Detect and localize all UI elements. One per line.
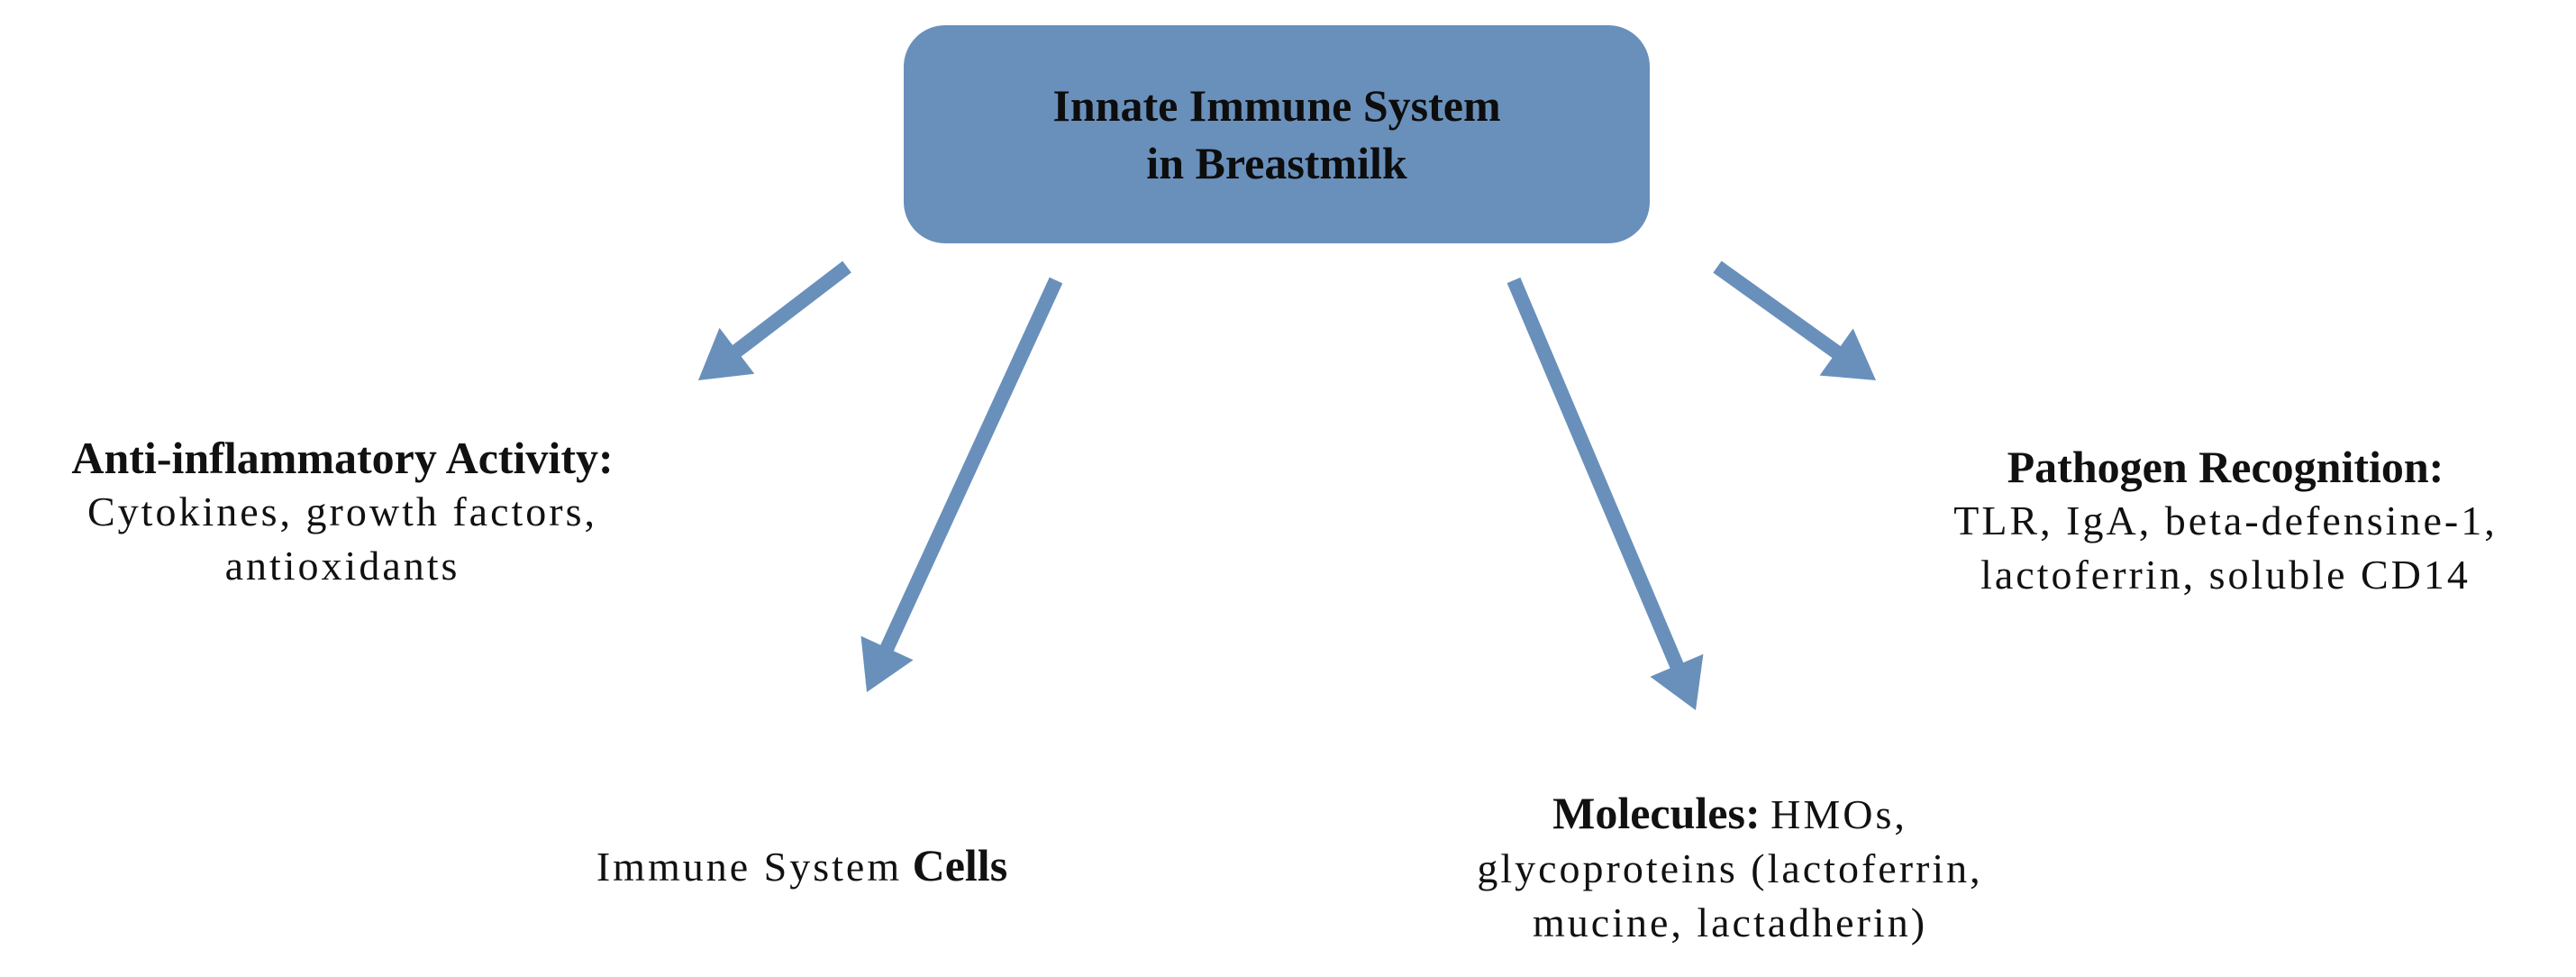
arrow-to-molecules-head <box>1650 653 1704 710</box>
arrow-to-pathogen-recognition-shaft <box>1713 260 1843 360</box>
pathogen-recognition-node: Pathogen Recognition: TLR, IgA, beta-def… <box>1892 440 2559 602</box>
anti-inflammatory-line-2: antioxidants <box>224 543 460 589</box>
cells-prefix: Immune System <box>596 844 903 890</box>
molecules-heading: Molecules: <box>1552 788 1761 838</box>
pathogen-recognition-line-2: lactoferrin, soluble CD14 <box>1980 552 2471 598</box>
anti-inflammatory-line-1: Cytokines, growth factors, <box>86 488 598 534</box>
molecules-line-3: mucine, lactadherin) <box>1532 899 1928 945</box>
arrow-to-cells <box>860 277 1063 692</box>
arrow-to-molecules-shaft <box>1506 277 1685 671</box>
root-node: Innate Immune System in Breastmilk <box>904 25 1650 243</box>
cells-node: Immune System Cells <box>505 838 1099 894</box>
cells-heading: Cells <box>912 840 1008 890</box>
molecules-node: Molecules: HMOs, glycoproteins (lactofer… <box>1388 786 2072 950</box>
molecules-line-2: glycoproteins (lactoferrin, <box>1477 845 1983 891</box>
arrow-to-molecules <box>1506 277 1704 710</box>
arrow-to-pathogen-recognition-head <box>1819 328 1876 380</box>
root-title-line-2: in Breastmilk <box>1146 138 1407 188</box>
root-title-line-1: Innate Immune System <box>1052 80 1501 131</box>
arrow-to-anti-inflammatory <box>698 260 851 380</box>
arrow-to-cells-shaft <box>879 277 1063 653</box>
anti-inflammatory-node: Anti-inflammatory Activity: Cytokines, g… <box>0 431 685 593</box>
pathogen-recognition-heading: Pathogen Recognition: <box>2007 442 2444 492</box>
anti-inflammatory-heading: Anti-inflammatory Activity: <box>71 433 614 483</box>
arrow-to-pathogen-recognition <box>1713 260 1876 380</box>
pathogen-recognition-line-1: TLR, IgA, beta-defensine-1, <box>1953 498 2498 543</box>
molecules-line-1: HMOs, <box>1770 791 1907 837</box>
arrow-to-anti-inflammatory-shaft <box>731 260 851 358</box>
arrow-to-anti-inflammatory-head <box>698 327 755 380</box>
arrow-to-cells-head <box>860 635 914 692</box>
